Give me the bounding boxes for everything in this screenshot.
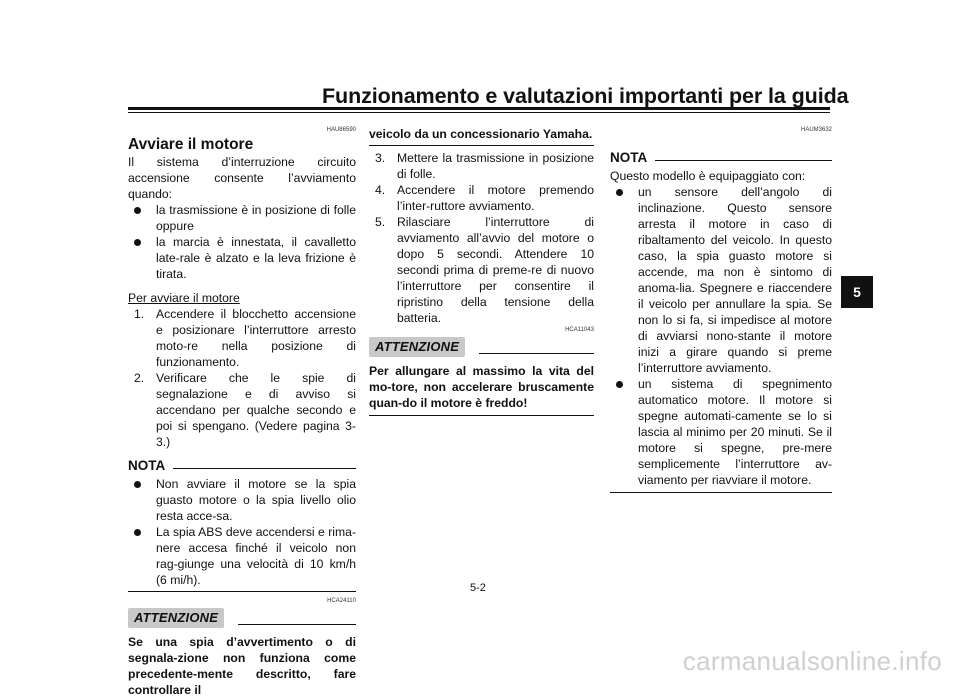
attention-code: HCA11043 (565, 327, 594, 333)
left-column: HAU86590 Avviare il motore Il sistema d’… (128, 126, 356, 698)
attention-text: Per allungare al massimo la vita del mo-… (369, 364, 594, 410)
nota-heading: NOTA (610, 150, 832, 166)
subtitle: Per avviare il motore (128, 291, 240, 305)
step-item: 1.Accendere il blocchetto accensione e p… (134, 307, 356, 369)
attention-rule (238, 623, 356, 625)
bullet-icon (134, 529, 141, 536)
section-title: Avviare il motore (128, 136, 254, 153)
nota-rule (655, 159, 832, 161)
list-item: un sensore dell’angolo di inclinazione. … (610, 184, 832, 376)
nota-end-rule (128, 591, 356, 592)
list-item: Non avviare il motore se la spia guasto … (128, 476, 356, 524)
step-item: 4.Accendere il motore premendo l’inter-r… (375, 183, 594, 213)
list-item: un sistema di spegnimento automatico mot… (610, 376, 832, 488)
section-code: HAUM3632 (800, 127, 832, 133)
nota-rule (173, 467, 356, 469)
page-number: 5-2 (470, 582, 486, 594)
list-item: La spia ABS deve accendersi e rima-nere … (128, 524, 356, 588)
attention-heading: ATTENZIONE (369, 337, 594, 357)
middle-column: veicolo da un concessionario Yamaha. 3.M… (369, 126, 594, 416)
intro-text: Il sistema d’interruzione circuito accen… (128, 155, 356, 201)
section-code: HAU86590 (326, 127, 356, 133)
intro-text: Questo modello è equipaggiato con: (610, 169, 806, 183)
nota-end-rule (610, 492, 832, 493)
attention-rule (479, 352, 594, 354)
list-item: la trasmissione è in posizione di folle … (128, 202, 356, 234)
nota-heading: NOTA (128, 458, 356, 474)
bullet-icon (616, 189, 623, 196)
attention-badge: ATTENZIONE (128, 608, 225, 628)
step-item: 3.Mettere la trasmissione in posizione d… (375, 151, 594, 181)
right-column: HAUM3632 NOTA Questo modello è equipaggi… (610, 126, 832, 493)
chapter-tab: 5 (841, 276, 873, 308)
list-item: la marcia è innestata, il cavalletto lat… (128, 234, 356, 282)
header-rule (128, 107, 830, 110)
attention-badge: ATTENZIONE (369, 337, 466, 357)
attention-end-rule (369, 145, 594, 146)
bullet-icon (134, 239, 141, 246)
bullet-icon (134, 207, 141, 214)
attention-heading: ATTENZIONE (128, 608, 356, 628)
step-item: 5.Rilasciare l’interruttore di avviament… (375, 215, 594, 325)
header-rule-thin (128, 112, 830, 113)
step-item: 2.Verificare che le spie di segnalazione… (134, 371, 356, 449)
bullet-icon (134, 481, 141, 488)
attention-code: HCA24110 (327, 598, 356, 604)
page-header-title: Funzionamento e valutazioni importanti p… (322, 84, 849, 108)
watermark: carmanualsonline.info (682, 646, 942, 676)
attention-text-continued: veicolo da un concessionario Yamaha. (369, 127, 593, 141)
bullet-icon (616, 381, 623, 388)
attention-text: Se una spia d’avvertimento o di segnala-… (128, 635, 356, 697)
attention-end-rule (369, 415, 594, 416)
